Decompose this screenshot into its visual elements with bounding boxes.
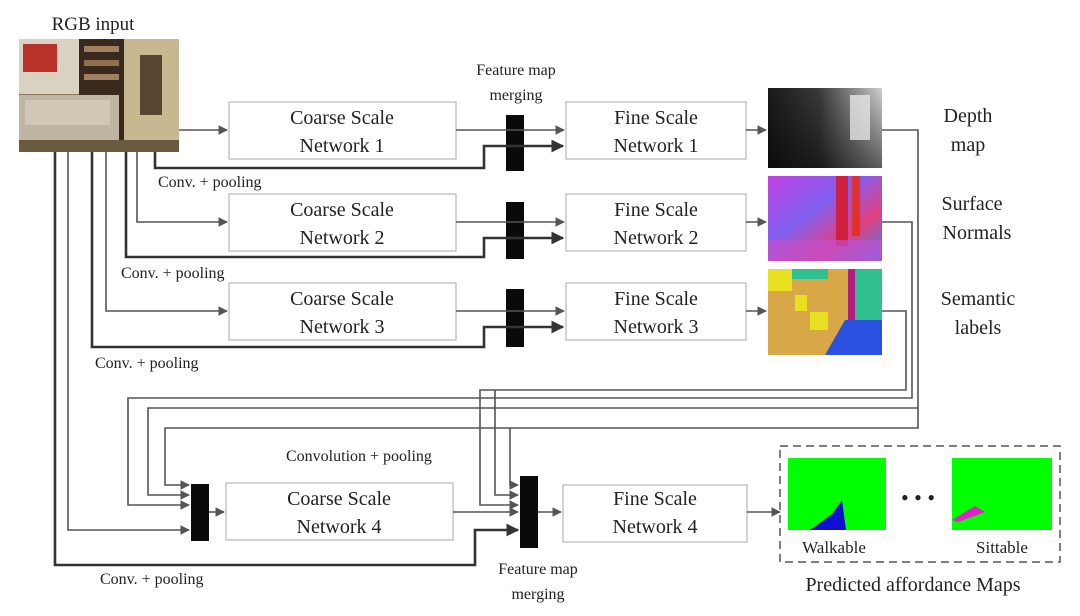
fine-4-line2: Network 4	[613, 516, 698, 538]
merge-bar-3	[506, 289, 524, 347]
output-1-line2: map	[951, 134, 985, 156]
fine-2-line2: Network 2	[614, 227, 699, 249]
fine-3-line2: Network 3	[614, 316, 699, 338]
merge-bottom-line2: merging	[511, 586, 564, 603]
coarse-network-4-box: Coarse Scale Network 4	[225, 482, 454, 541]
output-3-line2: labels	[955, 317, 1002, 339]
fine-1-line2: Network 1	[614, 135, 699, 157]
pool-label-1: Conv. + pooling	[158, 174, 262, 191]
walkable-label: Walkable	[802, 538, 866, 557]
coarse-4-line2: Network 4	[297, 516, 382, 538]
wires-row-1	[153, 125, 767, 170]
fine-network-3-box: Fine Scale Network 3	[565, 282, 747, 341]
surface-normals-image	[768, 176, 882, 261]
coarse-network-1-box: Coarse Scale Network 1	[228, 101, 457, 160]
ellipsis-dots: • • •	[901, 485, 935, 510]
coarse-network-3-box: Coarse Scale Network 3	[228, 282, 457, 341]
output-2-line1: Surface	[941, 193, 1002, 215]
fine-network-4-box: Fine Scale Network 4	[562, 484, 748, 543]
pool-label-2: Conv. + pooling	[121, 265, 225, 282]
pool-label-4: Conv. + pooling	[100, 571, 204, 588]
affordance-panel	[779, 445, 1061, 563]
coarse-2-line2: Network 2	[300, 227, 385, 249]
coarse-1-line2: Network 1	[300, 135, 385, 157]
wires-row-3	[90, 152, 767, 349]
wires-row-2	[124, 152, 767, 259]
fine-2-line1: Fine Scale	[614, 199, 698, 221]
wires-feedback	[53, 129, 919, 567]
coarse-2-line1: Coarse Scale	[290, 199, 394, 221]
affordance-caption: Predicted affordance Maps	[805, 574, 1020, 596]
fine-4-line1: Fine Scale	[613, 488, 697, 510]
depth-map-image	[768, 88, 882, 168]
fine-1-line1: Fine Scale	[614, 107, 698, 129]
fine-3-line1: Fine Scale	[614, 288, 698, 310]
merge-top-line2: merging	[489, 87, 542, 104]
merge-bar-1	[506, 115, 524, 171]
merge-bar-4-fine	[520, 476, 538, 548]
merge-bar-4-coarse	[191, 484, 209, 541]
coarse-1-line1: Coarse Scale	[290, 107, 394, 129]
coarse-3-line1: Coarse Scale	[290, 288, 394, 310]
semantic-labels-image	[768, 269, 882, 355]
coarse-network-2-box: Coarse Scale Network 2	[228, 193, 457, 252]
walkable-map-image	[788, 458, 886, 530]
output-1-line1: Depth	[944, 105, 993, 127]
coarse-4-line1: Coarse Scale	[287, 488, 391, 510]
fine-network-1-box: Fine Scale Network 1	[565, 101, 747, 160]
output-2-line2: Normals	[943, 222, 1012, 244]
fine-network-2-box: Fine Scale Network 2	[565, 193, 747, 252]
rgb-input-image	[19, 39, 179, 152]
merge-bar-2	[506, 202, 524, 259]
pool-label-3: Conv. + pooling	[95, 355, 199, 372]
merge-bottom-line1: Feature map	[498, 561, 578, 578]
sittable-label: Sittable	[976, 538, 1028, 557]
output-3-line1: Semantic	[941, 288, 1016, 310]
sittable-map-image	[952, 458, 1052, 530]
rgb-input-title: RGB input	[52, 14, 136, 35]
merge-top-line1: Feature map	[476, 62, 556, 79]
conv-pool-label: Convolution + pooling	[286, 448, 432, 465]
coarse-3-line2: Network 3	[300, 316, 385, 338]
